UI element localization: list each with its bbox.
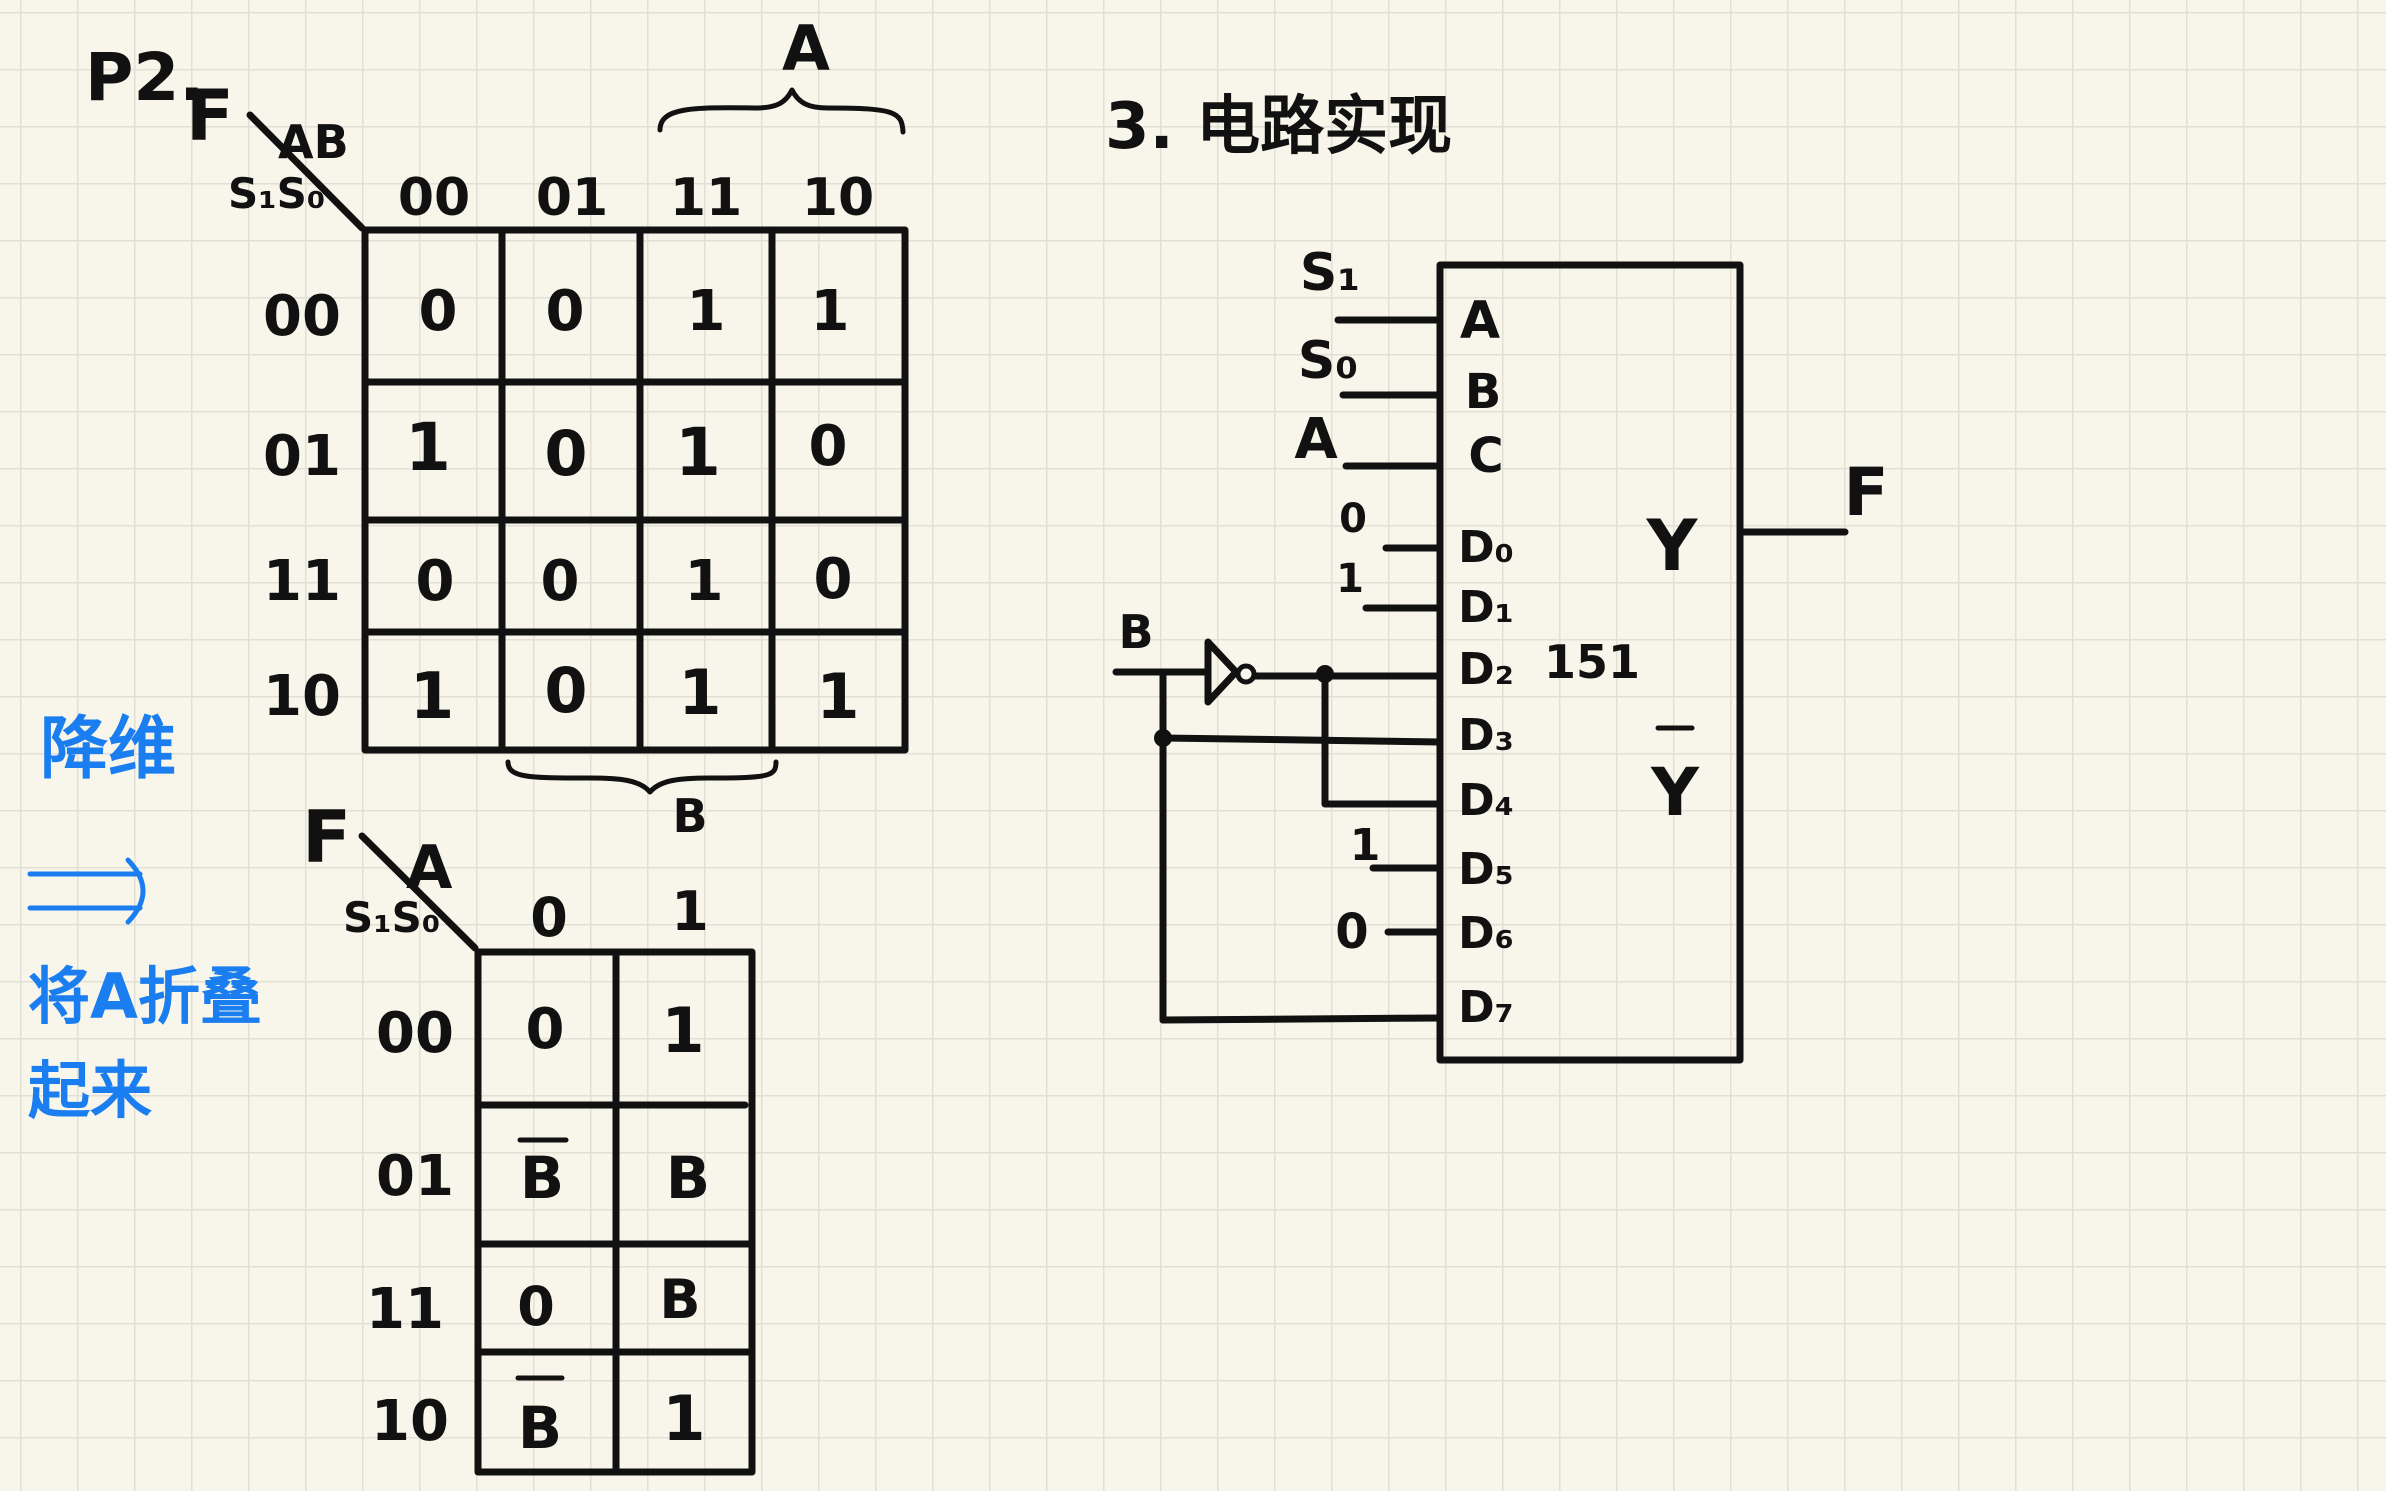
pin-d1: D₁ — [1458, 582, 1514, 633]
kmap1-corner-diagonal — [246, 111, 366, 232]
kmap2-col-header: 0 — [530, 886, 568, 949]
kmap2-row-header: 00 — [376, 1001, 454, 1066]
pin-d5: D₅ — [1458, 844, 1514, 895]
kmap2-row-header: 10 — [371, 1389, 449, 1454]
const-d5: 1 — [1350, 820, 1381, 871]
kmap-2: F A S₁S₀ 0 1 00 01 11 10 0 1 B B 0 B B 1 — [302, 795, 756, 1476]
kmap1-row-header: 11 — [263, 549, 341, 614]
note-line2: 将A折叠 — [28, 960, 262, 1033]
pin-a: A — [1460, 291, 1500, 351]
kmap1-col-header: 01 — [536, 168, 608, 228]
kmap2-row-var: S₁S₀ — [343, 893, 440, 942]
const-d1: 1 — [1336, 556, 1364, 602]
signal-s0: S₀ — [1298, 331, 1358, 391]
signal-s1: S₁ — [1300, 243, 1360, 303]
kmap1-col-headers: 00 01 11 10 — [398, 168, 874, 228]
kmap1-cell: 1 — [816, 660, 859, 733]
kmap2-row-header: 11 — [366, 1277, 444, 1342]
kmap1-row-var: S₁S₀ — [228, 169, 325, 218]
kmap2-cell: B — [659, 1268, 700, 1331]
output-label: F — [1843, 454, 1888, 531]
kmap1-bottom-brace-label: B — [672, 789, 707, 843]
note-line1: 降维 — [40, 710, 176, 789]
pin-y: Y — [1646, 505, 1699, 587]
kmap1-func-label: F — [186, 75, 234, 157]
kmap2-func-label: F — [302, 795, 351, 879]
kmap1-cell: 1 — [685, 549, 724, 614]
kmap1-col-var: AB — [278, 115, 349, 169]
wire-d4 — [1321, 670, 1444, 808]
note-fold: 降维 将A折叠 起来 — [27, 710, 262, 1127]
kmap1-col-header: 00 — [398, 168, 470, 228]
kmap1-row-headers: 00 01 11 10 — [263, 284, 341, 729]
kmap1-cell: 0 — [546, 279, 585, 344]
const-d0: 0 — [1339, 496, 1367, 542]
kmap1-border — [361, 226, 909, 754]
kmap1-cell: 0 — [541, 549, 580, 614]
kmap1-col-header: 11 — [670, 168, 742, 228]
pin-d2: D₂ — [1458, 644, 1514, 695]
kmap1-col-header: 10 — [802, 168, 874, 228]
kmap1-top-brace — [657, 87, 906, 135]
kmap1-top-brace-label: A — [782, 12, 830, 85]
pin-d6: D₆ — [1458, 908, 1514, 959]
kmap2-cell: B — [520, 1144, 564, 1212]
chip-name: 151 — [1544, 635, 1640, 689]
note-arrow-head — [125, 857, 146, 925]
kmap1-grid — [361, 226, 909, 754]
pin-y-bar: Y — [1650, 754, 1700, 831]
kmap1-row-header: 00 — [263, 284, 341, 349]
kmap2-row-header: 01 — [376, 1144, 454, 1209]
kmap1-cell: 1 — [675, 414, 721, 491]
kmap2-cell: B — [666, 1144, 710, 1212]
kmap1-cells: 0 0 1 1 1 0 1 0 0 0 1 0 1 0 1 1 — [405, 279, 860, 734]
kmap1-cell: 0 — [814, 547, 853, 612]
page-label: P2. — [85, 39, 204, 116]
kmap2-col-var: A — [406, 833, 453, 903]
inverter — [1204, 638, 1240, 706]
kmap1-cell: 0 — [419, 279, 458, 344]
pin-d7: D₇ — [1458, 982, 1514, 1033]
kmap1-cell: 0 — [416, 549, 455, 614]
wire-d3 — [1159, 734, 1444, 746]
kmap1-row-header: 01 — [263, 424, 341, 489]
note-line3: 起来 — [28, 1054, 152, 1127]
kmap2-cell: 0 — [517, 1275, 555, 1338]
kmap1-row-header: 10 — [263, 664, 341, 729]
signal-a: A — [1294, 407, 1338, 472]
kmap1-cell: 1 — [405, 409, 451, 486]
kmap1-cell: 1 — [410, 660, 455, 734]
kmap2-cell: B — [518, 1394, 562, 1462]
circuit-heading: 3. 电路实现 — [1105, 90, 1452, 164]
const-d6: 0 — [1335, 904, 1368, 960]
wire-d7 — [1159, 1014, 1444, 1024]
kmap1-cell: 0 — [544, 654, 587, 727]
kmap1-cell: 1 — [811, 279, 850, 344]
kmap1-bottom-brace — [505, 759, 779, 795]
kmap1-cell: 0 — [809, 414, 848, 479]
kmap2-cell: 1 — [661, 994, 704, 1067]
pin-d0: D₀ — [1458, 522, 1514, 573]
inverter-bubble — [1235, 663, 1257, 685]
kmap2-cell: 1 — [662, 1382, 705, 1455]
pin-b: B — [1465, 364, 1502, 420]
pin-d4: D₄ — [1458, 775, 1514, 826]
kmap2-col-header: 1 — [671, 880, 709, 943]
pin-d3: D₃ — [1458, 710, 1514, 761]
kmap-1: F AB S₁S₀ 00 01 11 10 00 01 11 10 0 0 1 — [186, 12, 909, 843]
chip-151 — [1436, 261, 1744, 1064]
pin-c: C — [1468, 428, 1503, 484]
kmap1-cell: 1 — [678, 656, 721, 729]
circuit: 3. 电路实现 151 S₁ S₀ A A B C 0 1 1 0 D₀ D₁ … — [1105, 90, 1889, 1064]
kmap2-cell: 0 — [526, 997, 565, 1062]
kmap2-corner-diagonal — [358, 832, 479, 952]
kmap1-cell: 0 — [544, 417, 587, 490]
kmap1-cell: 1 — [687, 279, 726, 344]
b-input-label: B — [1118, 605, 1153, 659]
